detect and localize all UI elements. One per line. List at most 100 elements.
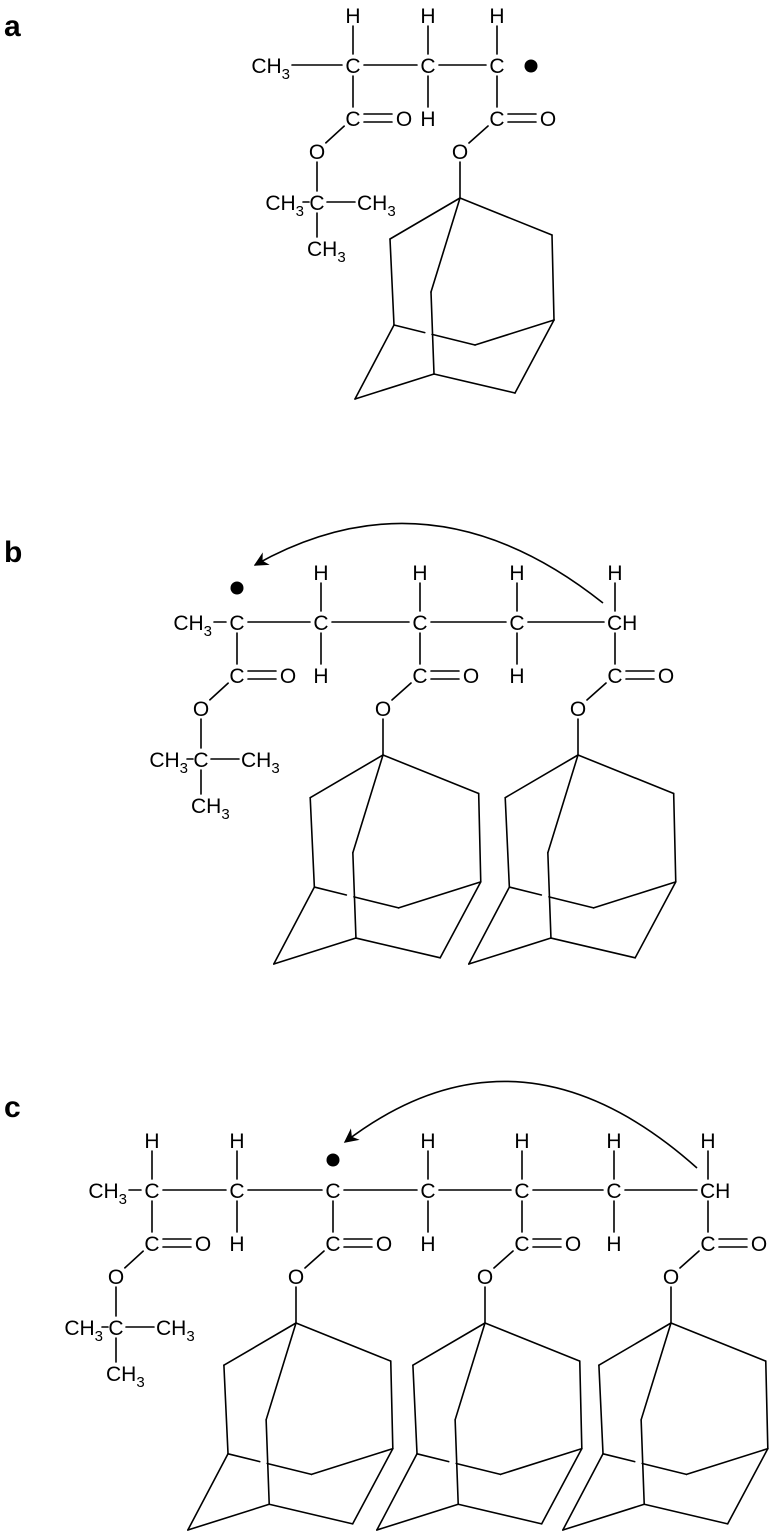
adamantane-ring	[187, 1322, 394, 1531]
tert-butyl-carbon: C	[309, 192, 324, 215]
adamantane-bond	[272, 937, 357, 965]
backbone-carbon: C	[606, 1180, 621, 1203]
ester-oxygen: O	[375, 698, 391, 721]
adamantane-bond	[764, 1360, 769, 1450]
backbone-carbon: C	[325, 1180, 340, 1203]
adamantane-bond	[459, 197, 553, 236]
adamantane-bond	[354, 373, 435, 400]
adamantane-bond	[550, 937, 637, 959]
ester-bond	[209, 682, 229, 701]
carbonyl-oxygen: O	[565, 1233, 581, 1256]
hydrogen-atom: H	[420, 5, 435, 28]
adamantane-bond	[416, 1453, 450, 1463]
radical-dot	[230, 581, 244, 595]
methyl-group: CH3	[106, 1363, 145, 1391]
hydrogen-atom: H	[229, 1130, 244, 1153]
methyl-group: CH3	[149, 749, 188, 777]
adamantane-bond	[433, 373, 516, 394]
adamantane-bond	[354, 324, 395, 400]
ester-oxygen: O	[288, 1266, 304, 1289]
ester-bond	[468, 125, 489, 144]
adamantane-bond	[477, 792, 482, 883]
adamantane-bond	[295, 1322, 392, 1362]
adamantane-bond	[547, 754, 579, 854]
backbone-carbon: C	[509, 612, 524, 635]
adamantane-bond	[634, 881, 677, 959]
adamantane-bond	[457, 1503, 543, 1525]
adamantane-bond	[355, 937, 442, 959]
adamantane-bond	[265, 1419, 271, 1506]
adamantane-bond	[592, 881, 677, 909]
radical-dot	[524, 59, 538, 73]
adamantane-bond	[376, 1453, 418, 1531]
methyl-group: CH3	[241, 749, 280, 777]
adamantane-bond	[643, 1503, 729, 1525]
ester-bond	[493, 1250, 514, 1269]
adamantane-bond	[382, 754, 480, 795]
adamantane-bond	[455, 1462, 502, 1476]
adamantane-ring	[354, 197, 555, 400]
adamantane-bond	[551, 234, 555, 321]
adamantane-bond	[577, 754, 675, 795]
backbone-carbon: C	[229, 612, 244, 635]
carbonyl-oxygen: O	[396, 108, 412, 131]
adamantane-bond	[548, 896, 595, 909]
adamantane-bond	[223, 1322, 297, 1367]
adamantane-bond	[640, 1419, 646, 1506]
adamantane-bond	[685, 1447, 769, 1476]
hydrogen-atom: H	[412, 562, 427, 585]
adamantane-bond	[227, 1453, 261, 1463]
carbonyl-carbon: C	[144, 1233, 159, 1256]
tert-butyl-carbon: C	[193, 749, 208, 772]
adamantane-bond	[562, 1453, 604, 1531]
panel-label-c: c	[4, 1091, 21, 1124]
adamantane-bond	[412, 1364, 418, 1455]
adamantane-bond	[547, 851, 552, 939]
hydrogen-atom: H	[345, 5, 360, 28]
adamantane-bond	[351, 1447, 394, 1525]
methyl-group: CH3	[357, 192, 396, 220]
ester-bond	[304, 1250, 325, 1269]
adamantane-bond	[454, 1322, 486, 1421]
hydrogen-atom: H	[313, 562, 328, 585]
carbonyl-carbon: C	[229, 665, 244, 688]
backbone-carbon: C	[345, 55, 360, 78]
adamantane-bond	[474, 319, 555, 346]
terminal-methyl-group: CH3	[88, 1180, 127, 1208]
backbone-carbon: C	[420, 1180, 435, 1203]
adamantane-bond	[352, 754, 384, 854]
adamantane-bond	[540, 1447, 583, 1525]
ester-oxygen: O	[193, 698, 209, 721]
hydrogen-atom: H	[509, 562, 524, 585]
adamantane-bond	[313, 886, 348, 896]
adamantane-bond	[439, 881, 482, 959]
adamantane-bond	[352, 851, 357, 939]
adamantane-bond	[309, 796, 316, 888]
hydrogen-transfer-arrow	[343, 1080, 698, 1169]
adamantane-bond	[499, 1447, 583, 1476]
adamantane-bond	[514, 319, 555, 394]
adamantane-bond	[467, 886, 511, 965]
hydrogen-atom: H	[420, 1233, 435, 1256]
terminal-methyl-group: CH3	[173, 612, 212, 640]
methyl-group: CH3	[64, 1317, 103, 1345]
ester-bond	[679, 1250, 700, 1269]
carbonyl-oxygen: O	[540, 108, 556, 131]
adamantane-bond	[504, 796, 511, 888]
adamantane-ring	[562, 1322, 769, 1531]
adamantane-ring	[467, 754, 677, 965]
adamantane-bond	[578, 1360, 583, 1450]
carbonyl-carbon: C	[607, 665, 622, 688]
ester-bond	[124, 1250, 144, 1269]
adamantane-bond	[265, 1322, 297, 1421]
adamantane-bond	[430, 197, 461, 293]
ester-oxygen: O	[309, 141, 325, 164]
hydrogen-atom: H	[606, 1233, 621, 1256]
carbonyl-carbon: C	[412, 665, 427, 688]
adamantane-bond	[187, 1503, 271, 1531]
hydrogen-atom: H	[606, 1130, 621, 1153]
hydrogen-atom: H	[607, 562, 622, 585]
ester-bond	[325, 125, 345, 144]
radical-dot	[326, 1153, 340, 1167]
methyl-group: CH3	[156, 1317, 195, 1345]
